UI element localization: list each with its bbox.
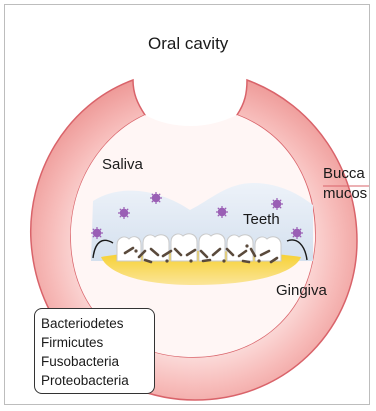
tooth	[117, 237, 141, 261]
buccal-mucosa-label: Bucca mucos	[323, 164, 367, 204]
teeth-label: Teeth	[243, 211, 280, 229]
saliva-bacterium	[118, 207, 130, 219]
tooth	[171, 234, 197, 261]
saliva-bacterium	[91, 227, 103, 239]
saliva-bacterium	[150, 192, 162, 204]
diagram-title: Oral cavity	[148, 35, 228, 53]
phyla-legend: Bacteriodetes Firmicutes Fusobacteria Pr…	[34, 308, 155, 394]
buccal-label-line-2: mucos	[323, 184, 367, 204]
saliva-bacterium	[216, 206, 228, 218]
gingiva-label: Gingiva	[276, 282, 327, 300]
legend-item: Proteobacteria	[41, 371, 154, 390]
tooth	[199, 234, 225, 261]
legend-item: Firmicutes	[41, 333, 154, 352]
legend-item: Bacteriodetes	[41, 314, 154, 333]
saliva-label: Saliva	[102, 156, 143, 174]
tooth	[143, 235, 169, 261]
legend-item: Fusobacteria	[41, 352, 154, 371]
tooth	[227, 235, 253, 261]
buccal-label-line-1: Bucca	[323, 164, 367, 184]
figure-frame: Oral cavity Saliva Teeth Gingiva Bucca m…	[4, 4, 370, 405]
